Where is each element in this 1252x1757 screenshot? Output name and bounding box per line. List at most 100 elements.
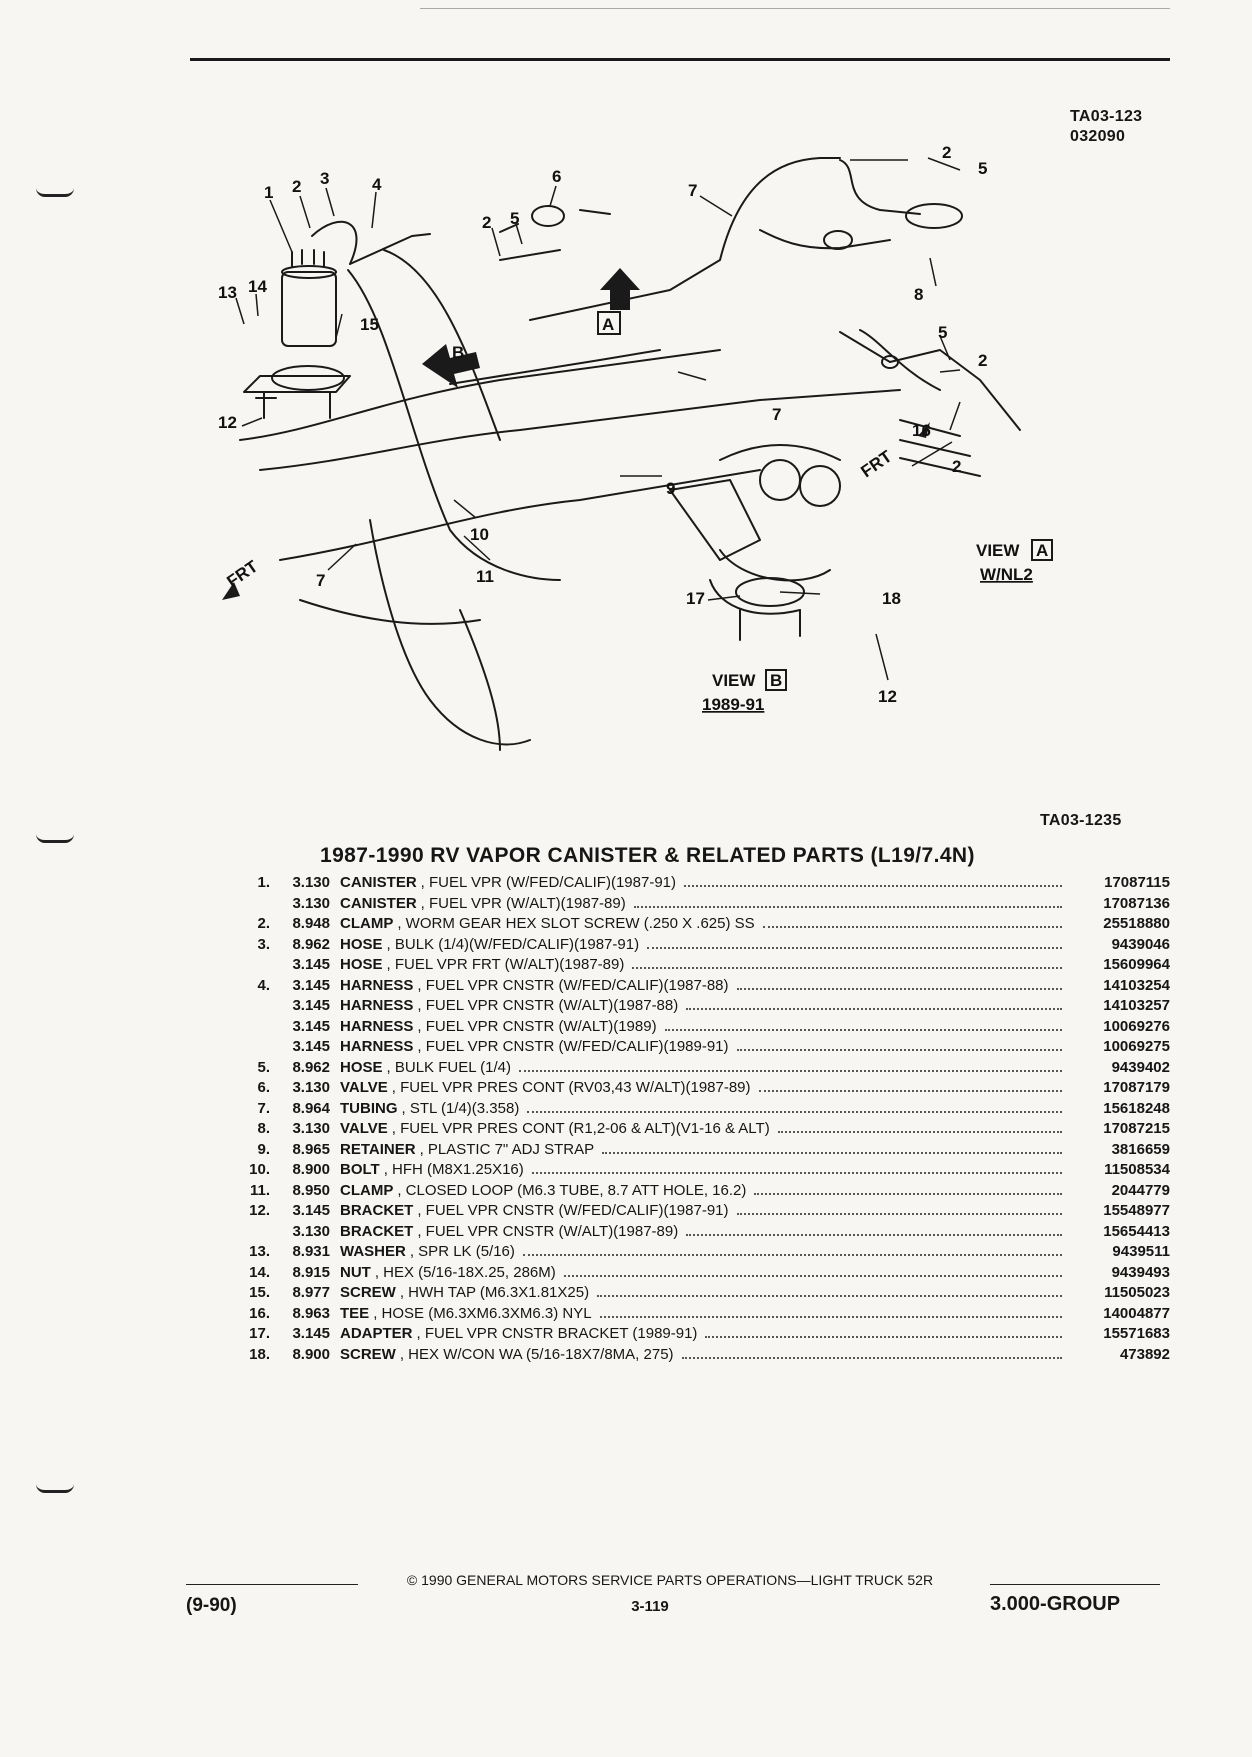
- callout-2: 2: [942, 143, 951, 162]
- callout-2: 2: [952, 457, 961, 476]
- callout-11: 11: [476, 567, 494, 586]
- leader-dots: [563, 1274, 1062, 1277]
- part-description: TUBING , STL (1/4)(3.358): [340, 1100, 1070, 1117]
- group-number: 3.145: [292, 1325, 330, 1342]
- group-number: 3.145: [292, 956, 330, 973]
- part-description: VALVE , FUEL VPR PRES CONT (RV03,43 W/AL…: [340, 1079, 1070, 1096]
- callout-2: 2: [978, 351, 987, 370]
- callout-8: 8: [914, 285, 923, 304]
- callout-1: 1: [264, 183, 273, 202]
- part-description: HARNESS , FUEL VPR CNSTR (W/FED/CALIF)(1…: [340, 977, 1070, 994]
- callout-5: 5: [510, 209, 519, 228]
- ref-number: 17.: [249, 1325, 270, 1342]
- group-number: 3.130: [292, 874, 330, 891]
- part-description: HOSE , BULK FUEL (1/4): [340, 1059, 1070, 1076]
- parts-row: 3.130 CANISTER , FUEL VPR (W/ALT)(1987-8…: [240, 895, 1170, 916]
- part-name: BRACKET: [340, 1202, 414, 1219]
- part-number: 15618248: [1103, 1099, 1170, 1117]
- ref-number: 16.: [249, 1304, 270, 1322]
- part-number: 15609964: [1103, 956, 1170, 973]
- ref-number: 4.: [257, 976, 270, 994]
- callout-5: 5: [938, 323, 947, 342]
- leader-dots: [777, 1131, 1062, 1133]
- leader-dots: [736, 1213, 1062, 1215]
- part-number: 15571683: [1103, 1325, 1170, 1342]
- part-name: WASHER: [340, 1243, 406, 1260]
- group-number: 3.145: [292, 1017, 330, 1035]
- part-name: HARNESS: [340, 1017, 414, 1035]
- part-name: BRACKET: [340, 1222, 414, 1240]
- parts-row: 3.145 HOSE , FUEL VPR FRT (W/ALT)(1987-8…: [240, 956, 1170, 977]
- footer-copyright: © 1990 GENERAL MOTORS SERVICE PARTS OPER…: [406, 1572, 934, 1588]
- callout-7: 7: [772, 405, 781, 424]
- footer-date: (9-90): [186, 1595, 237, 1616]
- parts-row: 3.145 HARNESS , FUEL VPR CNSTR (W/ALT)(1…: [240, 1018, 1170, 1039]
- view-a-letter: A: [1036, 541, 1048, 560]
- part-name: ADAPTER: [340, 1325, 413, 1342]
- callout-12: 12: [218, 413, 237, 432]
- part-description: BRACKET , FUEL VPR CNSTR (W/ALT)(1987-89…: [340, 1223, 1070, 1240]
- leader-dots: [684, 885, 1062, 887]
- part-description: BRACKET , FUEL VPR CNSTR (W/FED/CALIF)(1…: [340, 1202, 1070, 1219]
- part-name: VALVE: [340, 1120, 388, 1137]
- parts-list: 1. 3.130 CANISTER , FUEL VPR (W/FED/CALI…: [240, 874, 1170, 1366]
- part-detail: , FUEL VPR (W/ALT)(1987-89): [420, 894, 626, 912]
- part-detail: , FUEL VPR PRES CONT (RV03,43 W/ALT)(198…: [391, 1079, 751, 1096]
- part-number: 9439402: [1111, 1058, 1170, 1076]
- parts-row: 1. 3.130 CANISTER , FUEL VPR (W/FED/CALI…: [240, 874, 1170, 895]
- ref-number: 13.: [249, 1243, 270, 1260]
- callout-15: 15: [360, 315, 379, 334]
- part-name: VALVE: [340, 1079, 388, 1096]
- group-number: 8.977: [292, 1284, 330, 1301]
- callout-2: 2: [292, 177, 301, 196]
- callout-17: 17: [686, 589, 705, 608]
- callout-5: 5: [978, 159, 987, 178]
- part-name: BOLT: [340, 1161, 380, 1178]
- ref-number: 8.: [257, 1120, 270, 1137]
- leader-dots: [597, 1295, 1062, 1297]
- callout-14: 14: [248, 277, 267, 296]
- part-number: 2044779: [1111, 1181, 1170, 1199]
- part-description: TEE , HOSE (M6.3XM6.3XM6.3) NYL: [340, 1305, 1070, 1322]
- group-number: 8.900: [292, 1161, 330, 1178]
- group-number: 8.950: [292, 1181, 330, 1199]
- part-name: CANISTER: [340, 894, 417, 912]
- binder-hole-mark: [36, 834, 74, 843]
- parts-row: 3. 8.962 HOSE , BULK (1/4)(W/FED/CALIF)(…: [240, 936, 1170, 957]
- binder-hole-mark: [36, 1484, 74, 1493]
- canister-bracket-shape: [243, 375, 351, 393]
- callout-10: 10: [470, 525, 489, 544]
- view-a-label: VIEW: [976, 541, 1020, 560]
- part-description: CLAMP , WORM GEAR HEX SLOT SCREW (.250 X…: [340, 915, 1070, 932]
- ref-number: 15.: [249, 1284, 270, 1301]
- leader-dots: [664, 1028, 1062, 1031]
- part-number: 9439493: [1111, 1263, 1170, 1281]
- group-number: 3.145: [292, 997, 330, 1014]
- part-name: HARNESS: [340, 997, 414, 1014]
- part-detail: , HWH TAP (M6.3X1.81X25): [399, 1284, 590, 1301]
- parts-row: 8. 3.130 VALVE , FUEL VPR PRES CONT (R1,…: [240, 1120, 1170, 1141]
- arrow-a-icon: [600, 268, 640, 310]
- arrow-a-letter: A: [602, 315, 614, 334]
- callout-6: 6: [552, 167, 561, 186]
- leader-dots: [647, 946, 1062, 949]
- ref-number: 7.: [257, 1099, 270, 1117]
- view-b-sub: 1989-91: [702, 695, 764, 714]
- footer-rule-left: [186, 1584, 358, 1585]
- part-detail: , PLASTIC 7" ADJ STRAP: [419, 1140, 595, 1158]
- exploded-parts-diagram: A B FRT FRT 1 2 3 4 13 14 15 12 2 5 6 7 …: [218, 143, 1053, 751]
- parts-row: 3.130 BRACKET , FUEL VPR CNSTR (W/ALT)(1…: [240, 1223, 1170, 1244]
- part-detail: , FUEL VPR CNSTR BRACKET (1989-91): [416, 1325, 698, 1342]
- parts-row: 4. 3.145 HARNESS , FUEL VPR CNSTR (W/FED…: [240, 977, 1170, 998]
- top-thin-rule: [420, 8, 1170, 9]
- ref-number: 11.: [249, 1181, 270, 1199]
- part-number: 473892: [1119, 1345, 1170, 1363]
- part-number: 11508534: [1104, 1161, 1170, 1178]
- footer-page-number: 3-119: [631, 1598, 669, 1615]
- canister-shape: [281, 271, 337, 347]
- part-detail: , FUEL VPR (W/FED/CALIF)(1987-91): [420, 874, 677, 891]
- frt-left-label: FRT: [223, 556, 261, 591]
- part-number: 9439511: [1112, 1243, 1170, 1260]
- part-number: 11505023: [1104, 1284, 1170, 1301]
- view-b-adapter-shape: [669, 479, 761, 561]
